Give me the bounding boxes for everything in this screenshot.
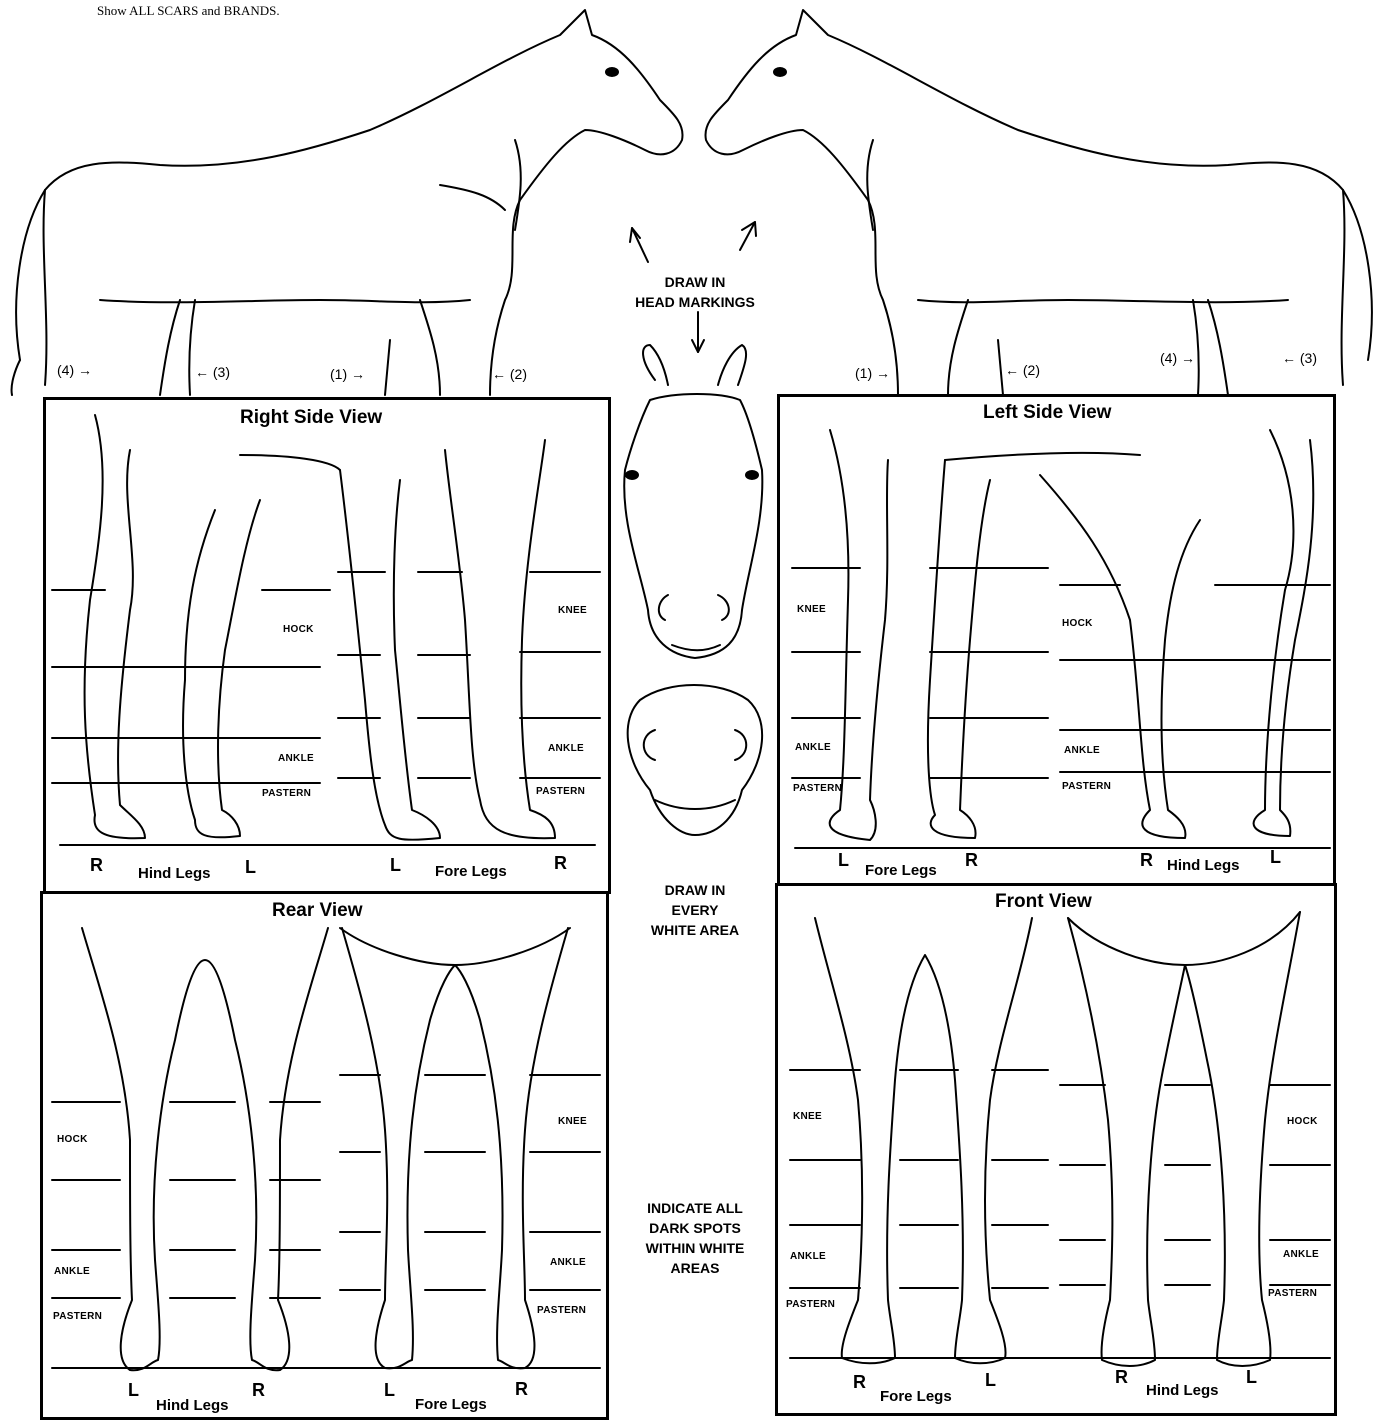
- marker-4-right: (4) →: [57, 362, 92, 378]
- rear-pastern-label: PASTERN: [53, 1311, 102, 1322]
- right-hock-label: HOCK: [283, 624, 314, 635]
- right-side-view-title: Right Side View: [240, 407, 382, 429]
- indicate-dark-spots-text: INDICATE ALL DARK SPOTS WITHIN WHITE ARE…: [605, 1198, 785, 1278]
- front-l2: L: [1246, 1367, 1257, 1388]
- rear-hind-legs: Hind Legs: [156, 1397, 229, 1414]
- right-side-fore-legs: Fore Legs: [435, 863, 507, 880]
- left-ankle-label: ANKLE: [795, 742, 831, 753]
- front-fore-legs: Fore Legs: [880, 1388, 952, 1405]
- rear-ankle-fore-label: ANKLE: [550, 1257, 586, 1268]
- right-side-hind-legs: Hind Legs: [138, 865, 211, 882]
- front-hind-legs: Hind Legs: [1146, 1382, 1219, 1399]
- rear-fore-legs: Fore Legs: [415, 1396, 487, 1413]
- draw-white-area-text: DRAW IN EVERY WHITE AREA: [610, 880, 780, 940]
- front-pastern-hind-label: PASTERN: [1268, 1288, 1317, 1299]
- front-pastern-label: PASTERN: [786, 1299, 835, 1310]
- instructions-text: Show ALL SCARS and BRANDS.: [97, 3, 280, 19]
- right-pastern-fore-label: PASTERN: [536, 786, 585, 797]
- marker-2-left: ← (2): [1005, 362, 1040, 378]
- rear-view-title: Rear View: [272, 900, 362, 922]
- marker-2-right: ← (2): [492, 366, 527, 382]
- left-side-r2: R: [1140, 850, 1153, 871]
- left-pastern-hind-label: PASTERN: [1062, 781, 1111, 792]
- front-r1: R: [853, 1372, 866, 1393]
- marker-4-left: (4) →: [1160, 350, 1195, 366]
- horse-left-side: [705, 10, 1371, 395]
- right-side-l2: L: [390, 855, 401, 876]
- right-side-view-panel: [43, 397, 611, 894]
- left-knee-label: KNEE: [797, 604, 826, 615]
- right-knee-label: KNEE: [558, 605, 587, 616]
- rear-knee-label: KNEE: [558, 1116, 587, 1127]
- left-hock-label: HOCK: [1062, 618, 1093, 629]
- right-side-r1: R: [90, 855, 103, 876]
- left-side-fore-legs: Fore Legs: [865, 862, 937, 879]
- left-side-view-title: Left Side View: [983, 402, 1111, 424]
- front-r2: R: [1115, 1367, 1128, 1388]
- front-knee-label: KNEE: [793, 1111, 822, 1122]
- front-hock-label: HOCK: [1287, 1116, 1318, 1127]
- rear-view-panel: [40, 891, 609, 1420]
- left-side-r1: R: [965, 850, 978, 871]
- draw-head-markings-text: DRAW IN HEAD MARKINGS: [600, 272, 790, 312]
- marker-3-right: ← (3): [195, 364, 230, 380]
- rear-r2: R: [515, 1379, 528, 1400]
- rear-r1: R: [252, 1380, 265, 1401]
- rear-pastern-fore-label: PASTERN: [537, 1305, 586, 1316]
- right-ankle-label: ANKLE: [278, 753, 314, 764]
- right-ankle-fore-label: ANKLE: [548, 743, 584, 754]
- rear-ankle-label: ANKLE: [54, 1266, 90, 1277]
- marker-1-right: (1) →: [330, 366, 365, 382]
- right-pastern-label: PASTERN: [262, 788, 311, 799]
- left-side-l1: L: [838, 850, 849, 871]
- front-l1: L: [985, 1370, 996, 1391]
- front-view-title: Front View: [995, 891, 1092, 913]
- right-side-l1: L: [245, 857, 256, 878]
- muzzle-drawing: [628, 685, 762, 835]
- marker-3-left: ← (3): [1282, 350, 1317, 366]
- front-ankle-label: ANKLE: [790, 1251, 826, 1262]
- left-side-hind-legs: Hind Legs: [1167, 857, 1240, 874]
- rear-l2: L: [384, 1380, 395, 1401]
- rear-hock-label: HOCK: [57, 1134, 88, 1145]
- rear-l1: L: [128, 1380, 139, 1401]
- left-side-view-panel: [777, 394, 1336, 886]
- horse-right-side: [12, 10, 683, 395]
- front-view-panel: [775, 883, 1337, 1416]
- right-side-r2: R: [554, 853, 567, 874]
- left-ankle-hind-label: ANKLE: [1064, 745, 1100, 756]
- left-side-l2: L: [1270, 847, 1281, 868]
- front-ankle-hind-label: ANKLE: [1283, 1249, 1319, 1260]
- head-front-drawing: [624, 345, 762, 658]
- left-pastern-label: PASTERN: [793, 783, 842, 794]
- marker-1-left: (1) →: [855, 365, 890, 381]
